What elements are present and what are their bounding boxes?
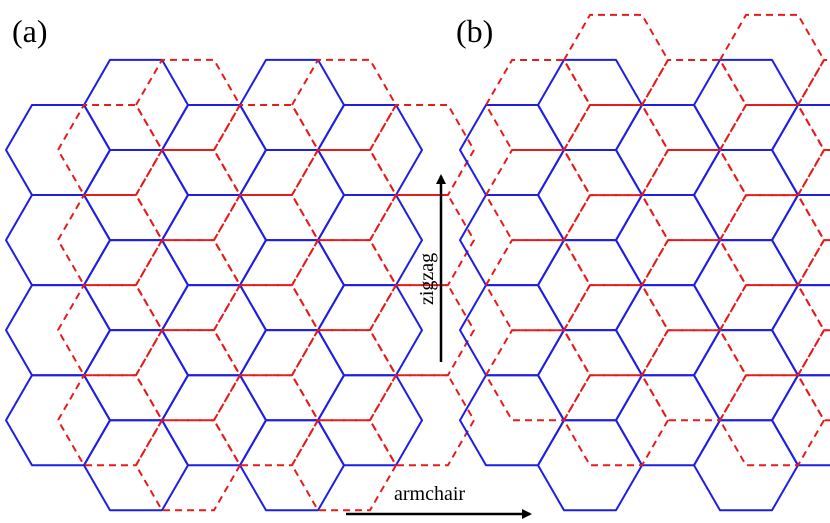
- red-hexagon: [719, 374, 825, 467]
- red-hexagon: [641, 149, 747, 242]
- red-hexagon: [369, 284, 475, 377]
- blue-hexagon: [239, 58, 345, 151]
- red-hexagon: [135, 149, 241, 242]
- panel-b-blue-lattice: [459, 58, 830, 512]
- red-hexagon: [563, 374, 669, 467]
- red-hexagon: [485, 149, 591, 242]
- panel-b-label: (b): [456, 13, 493, 49]
- red-hexagon: [369, 374, 475, 467]
- blue-hexagon: [693, 419, 799, 512]
- panel-b-red-lattice: [485, 13, 830, 467]
- red-hexagon: [563, 13, 669, 106]
- red-hexagon: [213, 284, 319, 377]
- blue-hexagon: [5, 104, 111, 196]
- red-hexagon: [57, 194, 163, 287]
- red-hexagon: [291, 329, 397, 422]
- red-hexagon: [57, 284, 163, 377]
- blue-hexagon: [83, 58, 189, 151]
- red-hexagon: [485, 239, 591, 332]
- red-hexagon: [291, 58, 397, 151]
- red-hexagon: [135, 329, 241, 422]
- panel-a-red-lattice: [57, 58, 475, 512]
- blue-hexagon: [771, 374, 830, 467]
- panel-a-label: (a): [12, 13, 48, 49]
- red-hexagon: [719, 104, 825, 197]
- red-hexagon: [719, 13, 825, 106]
- red-hexagon: [213, 194, 319, 287]
- panel-a-blue-lattice: [5, 58, 423, 512]
- blue-hexagon: [771, 194, 830, 287]
- blue-hexagon: [537, 419, 643, 512]
- red-hexagon: [563, 284, 669, 377]
- red-hexagon: [797, 239, 830, 332]
- red-hexagon: [369, 194, 475, 287]
- blue-hexagon: [771, 104, 830, 196]
- blue-hexagon: [5, 374, 111, 467]
- red-hexagon: [719, 284, 825, 377]
- blue-hexagon: [459, 374, 565, 467]
- panel-a: [5, 58, 475, 512]
- red-hexagon: [641, 239, 747, 332]
- blue-hexagon: [771, 284, 830, 377]
- panel-b: [459, 13, 830, 512]
- zigzag-label: zigzag: [416, 253, 438, 305]
- red-hexagon: [291, 149, 397, 242]
- red-hexagon: [135, 419, 241, 512]
- red-hexagon: [369, 104, 475, 196]
- blue-hexagon: [5, 194, 111, 287]
- red-hexagon: [563, 104, 669, 197]
- red-hexagon: [291, 419, 397, 512]
- red-hexagon: [135, 58, 241, 151]
- armchair-label: armchair: [394, 483, 465, 505]
